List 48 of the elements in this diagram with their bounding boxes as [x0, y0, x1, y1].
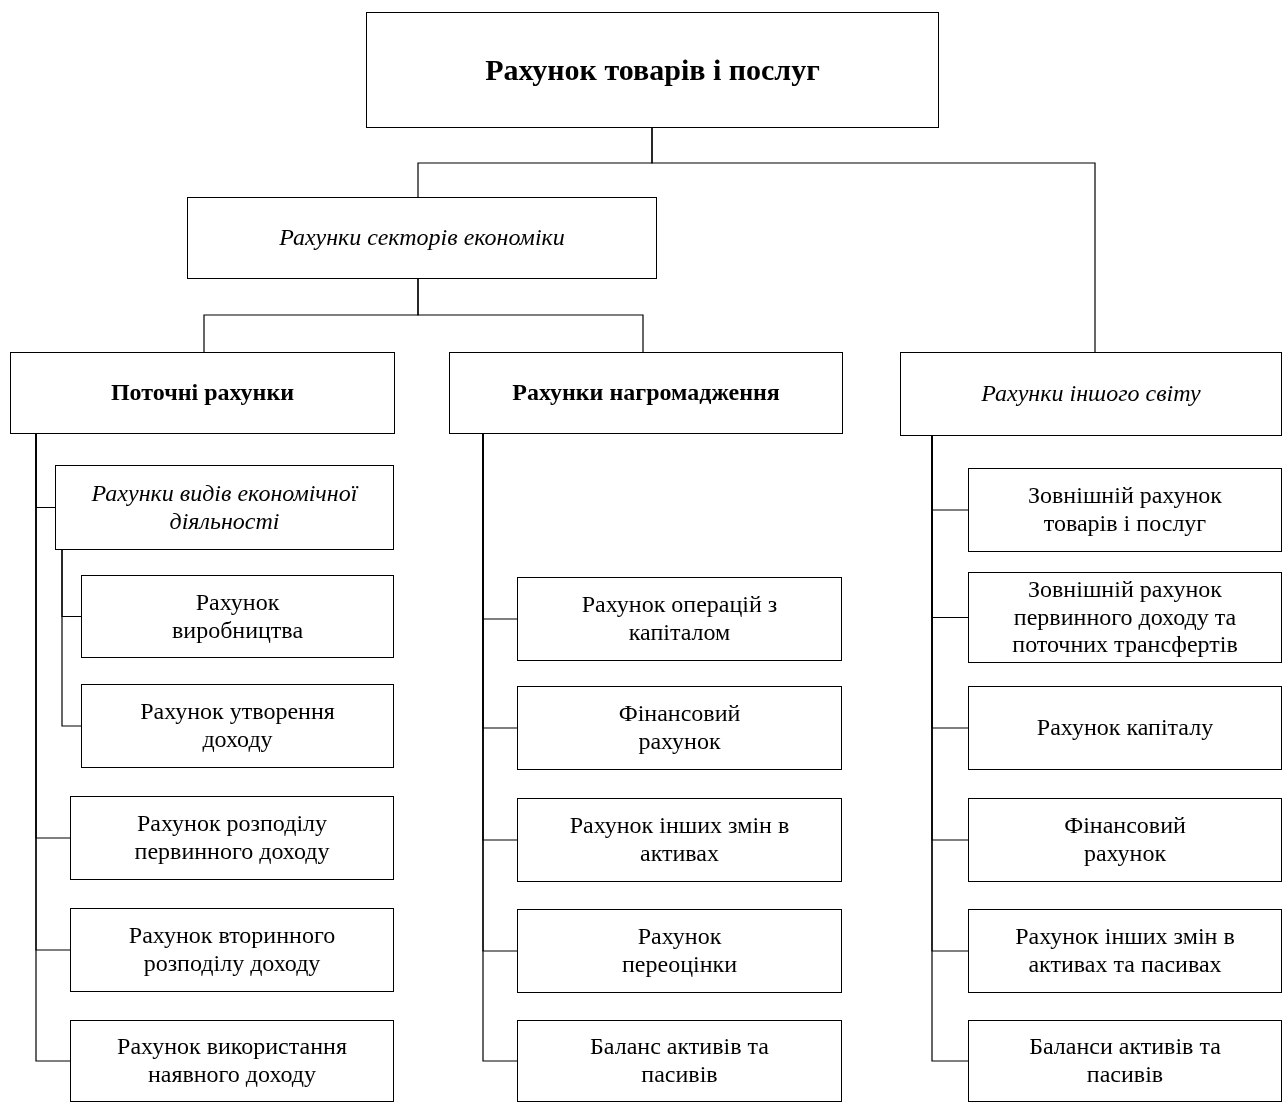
account-label: Рахунок розподілу первинного доходу — [133, 810, 331, 866]
account-label: Баланс активів та пасивів — [589, 1033, 770, 1089]
account-box — [70, 908, 394, 992]
account-label: Рахунок інших змін в активах — [568, 812, 791, 868]
account-box — [968, 686, 1282, 770]
account-label: Поточні рахунки — [110, 379, 295, 407]
account-box — [517, 909, 842, 993]
account-label: Рахунок інших змін в активах та пасивах — [1014, 923, 1236, 979]
account-box — [70, 1020, 394, 1102]
account-label: Рахунок використання наявного доходу — [116, 1033, 348, 1089]
account-box — [968, 1020, 1282, 1102]
account-box — [10, 352, 395, 434]
account-label: Рахунок переоцінки — [621, 923, 738, 979]
account-box — [900, 352, 1282, 436]
account-label: Рахунок операцій з капіталом — [580, 591, 779, 647]
account-box — [55, 465, 394, 550]
account-label: Рахунок товарів і послуг — [485, 52, 820, 88]
connector-line — [35, 433, 71, 1062]
account-label: Рахунки видів економічної діяльності — [90, 479, 360, 536]
account-box — [366, 12, 939, 128]
account-label: Рахунок виробництва — [170, 588, 305, 645]
account-box — [187, 197, 657, 279]
account-box — [81, 575, 394, 658]
account-label: Рахунки секторів економіки — [279, 224, 565, 252]
account-box — [449, 352, 843, 434]
account-box — [517, 686, 842, 770]
account-label: Рахунок капіталу — [1036, 714, 1214, 742]
connector-line — [651, 127, 1096, 353]
account-box — [70, 796, 394, 880]
account-label: Баланси активів та пасивів — [1028, 1033, 1222, 1089]
account-box — [517, 798, 842, 882]
account-box — [968, 468, 1282, 552]
account-box — [81, 684, 394, 768]
account-box — [517, 577, 842, 661]
account-label: Рахунки нагромадження — [512, 379, 780, 407]
account-label: Зовнішній рахунок товарів і послуг — [1027, 482, 1223, 538]
account-box — [968, 572, 1282, 663]
connector-line — [417, 278, 644, 353]
account-label: Рахунок вторинного розподілу доходу — [127, 922, 337, 978]
account-label: Рахунок утворення доходу — [139, 698, 336, 754]
account-box — [517, 1020, 842, 1102]
account-label: Фінансовий рахунок — [617, 700, 742, 756]
connector-line — [61, 549, 82, 727]
account-label: Фінансовий рахунок — [1063, 812, 1187, 868]
account-box — [968, 909, 1282, 993]
account-label: Зовнішній рахунок первинного доходу та поточних трансфертів — [1011, 576, 1239, 659]
account-label: Рахунки іншого світу — [981, 380, 1201, 408]
account-box — [968, 798, 1282, 882]
